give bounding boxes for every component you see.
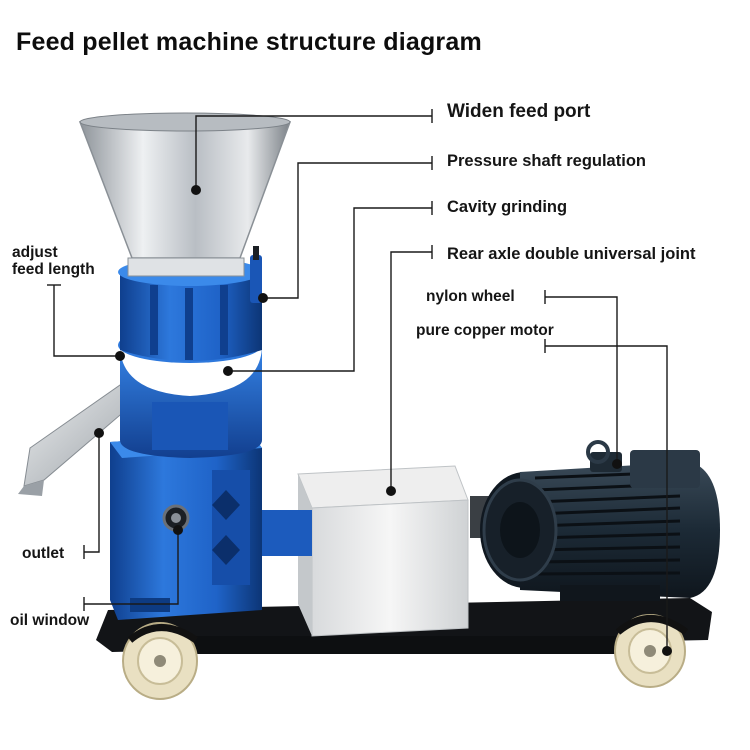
label-outlet: outlet [22, 545, 65, 562]
rear-wheel [614, 614, 689, 688]
coupling-guard [297, 465, 469, 637]
label-nylon-wheel: nylon wheel [426, 288, 515, 305]
pelleting-chamber [118, 246, 262, 458]
callout-dots [94, 185, 672, 656]
label-cavity-grinding: Cavity grinding [447, 198, 568, 216]
label-adjust-feed-length: adjust feed length [12, 244, 95, 278]
label-widen-feed-port: Widen feed port [447, 101, 591, 122]
label-adjust-feed-length-line1: adjust [12, 244, 58, 261]
label-rear-axle-joint: Rear axle double universal joint [447, 245, 696, 263]
label-adjust-feed-length-line2: feed length [12, 261, 95, 278]
label-oil-window: oil window [10, 612, 90, 629]
discharge-chute [18, 377, 141, 496]
feed-hopper [78, 112, 292, 277]
label-pressure-shaft-regulation: Pressure shaft regulation [447, 152, 646, 170]
front-wheel [122, 622, 198, 700]
leader-lines [47, 109, 668, 651]
diagram-title: Feed pellet machine structure diagram [16, 28, 482, 56]
electric-motor [470, 440, 720, 601]
label-pure-copper-motor: pure copper motor [416, 322, 554, 339]
